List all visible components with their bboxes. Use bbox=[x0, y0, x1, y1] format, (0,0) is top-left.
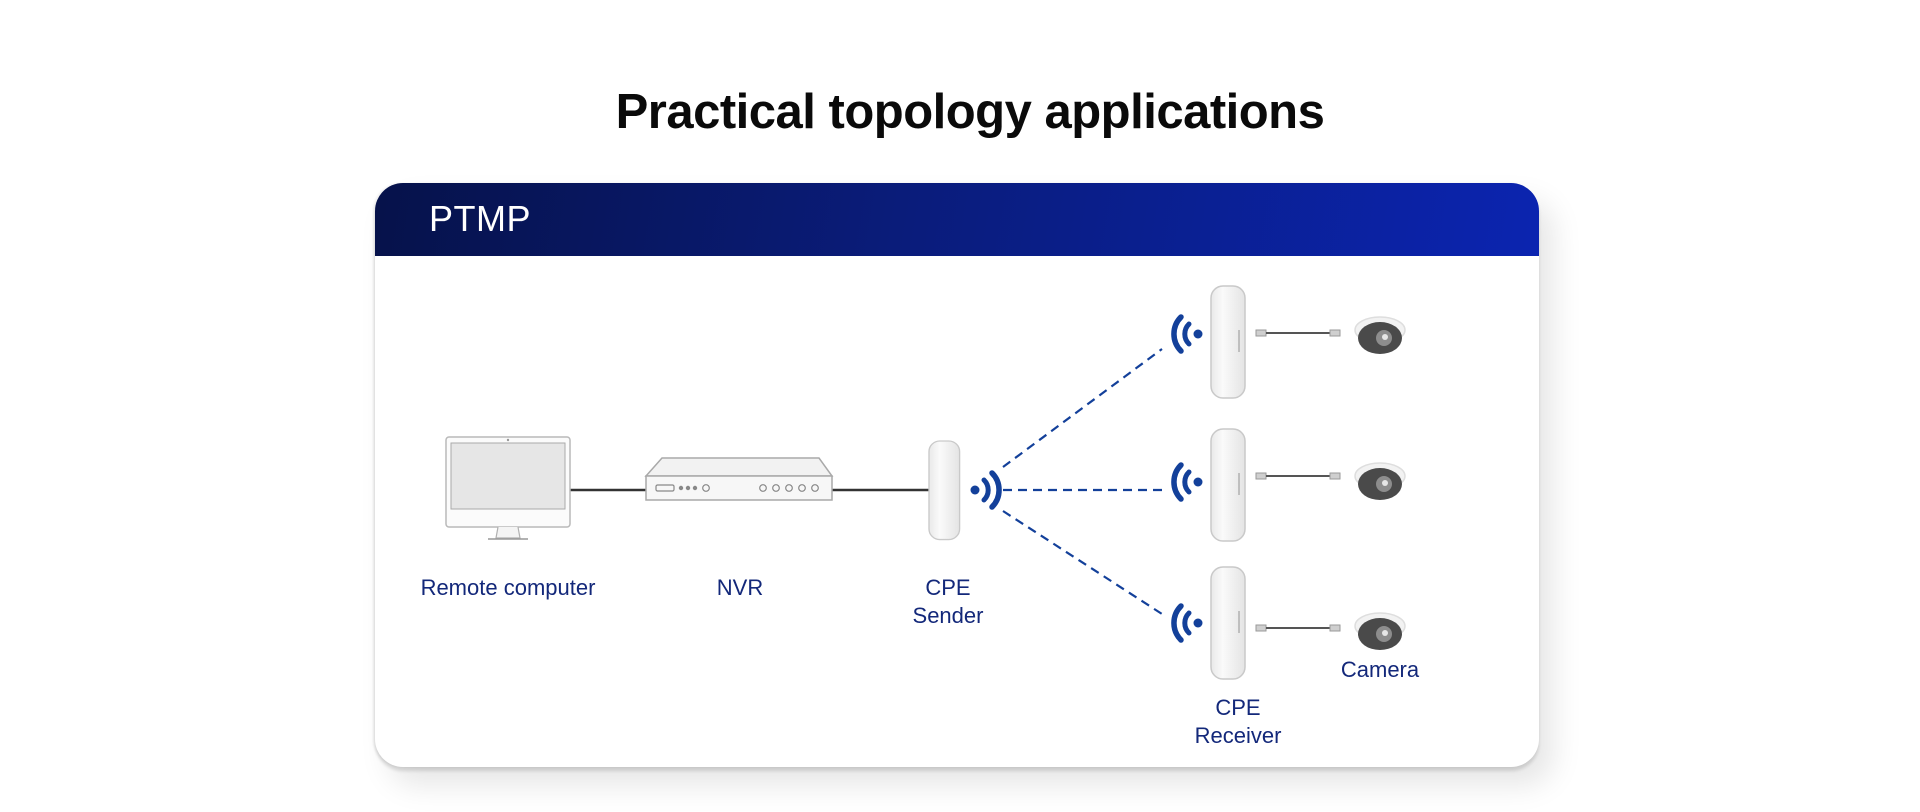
cpe-receiver-2 bbox=[1174, 428, 1406, 542]
wifi-signal-icon bbox=[1174, 465, 1203, 499]
cpe-receiver-label-line1: CPE bbox=[1215, 695, 1261, 720]
dome-camera-icon bbox=[1354, 316, 1406, 355]
wireless-link-3 bbox=[1002, 510, 1163, 615]
wifi-signal-icon bbox=[1174, 317, 1203, 351]
cpe-receiver-1 bbox=[1174, 285, 1406, 399]
dome-camera-icon bbox=[1354, 462, 1406, 501]
ethernet-cable-icon bbox=[1255, 472, 1341, 480]
card-header: PTMP bbox=[375, 183, 1539, 256]
nvr-label: NVR bbox=[716, 575, 764, 600]
camera-label: Camera bbox=[1340, 657, 1420, 682]
cpe-sender-device-icon bbox=[928, 440, 961, 541]
nvr-icon bbox=[644, 457, 834, 501]
cpe-sender-label-line1: CPE bbox=[925, 575, 971, 600]
wireless-links bbox=[1002, 348, 1163, 615]
ethernet-cable-icon bbox=[1255, 624, 1341, 632]
cpe-receiver-device-icon bbox=[1210, 566, 1246, 680]
monitor-icon bbox=[445, 436, 571, 540]
cpe-receiver-label: CPE Receiver bbox=[1178, 694, 1298, 750]
wireless-link-1 bbox=[1002, 348, 1163, 468]
wifi-signal-icon bbox=[1174, 606, 1203, 640]
wifi-signal-icon bbox=[971, 473, 1000, 507]
remote-computer-label: Remote computer bbox=[420, 575, 596, 600]
cpe-sender-label-line2: Sender bbox=[912, 603, 984, 628]
dome-camera-icon bbox=[1354, 612, 1406, 651]
ethernet-cable-icon bbox=[1255, 329, 1341, 337]
cpe-receiver-label-line2: Receiver bbox=[1194, 723, 1282, 748]
card-header-title: PTMP bbox=[429, 198, 532, 239]
cpe-receiver-device-icon bbox=[1210, 428, 1246, 542]
page-title: Practical topology applications bbox=[615, 85, 1325, 139]
cpe-receiver-device-icon bbox=[1210, 285, 1246, 399]
cpe-sender-label: CPE Sender bbox=[898, 574, 998, 630]
